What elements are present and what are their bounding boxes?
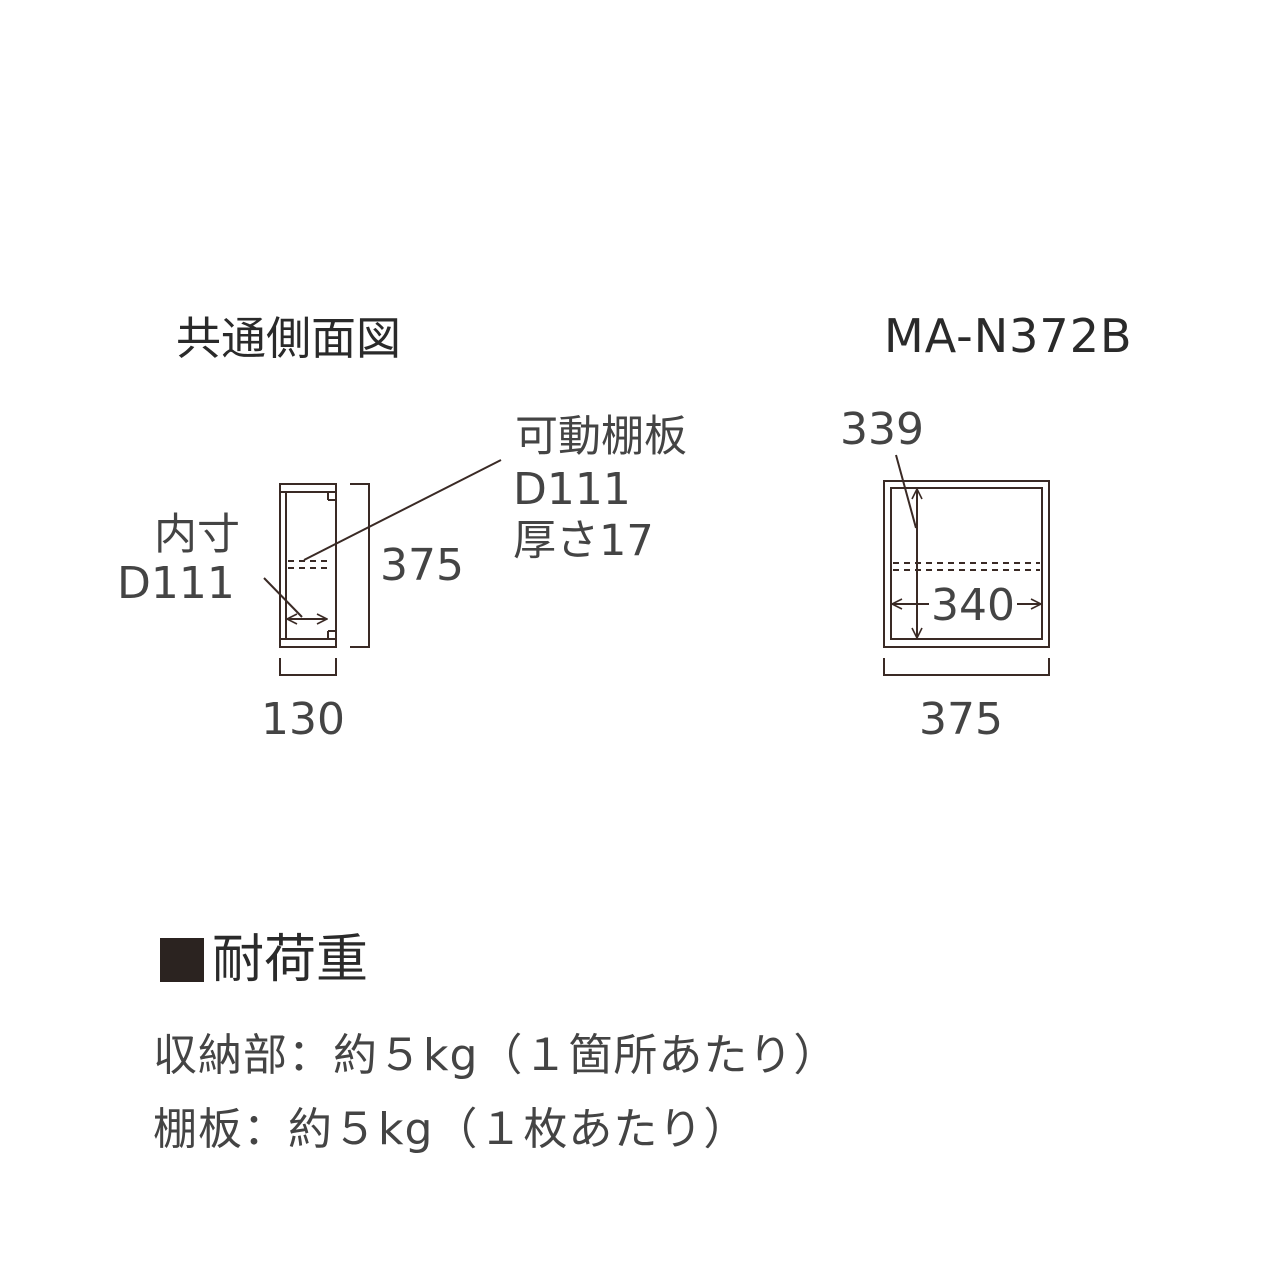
front-view-cabinet	[883, 480, 1050, 648]
outer-width-value: 375	[919, 694, 1003, 745]
front-width-bracket	[883, 658, 1050, 676]
inner-dim-label: 内寸	[154, 510, 240, 560]
inner-width-value: 340	[929, 580, 1017, 631]
heading-square-icon	[160, 938, 204, 982]
front-view-shelf	[893, 562, 1040, 571]
side-view-shelf	[288, 560, 328, 569]
side-depth-value: 130	[261, 694, 345, 745]
storage-load-line: 収納部：約５kg（１箇所あたり）	[153, 1030, 839, 1081]
side-height-bracket	[350, 483, 370, 648]
shelf-label-name: 可動棚板	[515, 412, 687, 462]
side-view-cabinet	[279, 483, 337, 648]
inner-height-leader	[895, 454, 917, 529]
side-depth-bracket	[279, 658, 337, 676]
side-view-title: 共通側面図	[176, 312, 402, 365]
shelf-label-thickness: 厚さ17	[513, 516, 654, 566]
side-height-value: 375	[380, 540, 464, 591]
inner-depth-leader	[263, 577, 303, 618]
shelf-label-depth: D111	[513, 464, 631, 515]
load-heading: 耐荷重	[160, 934, 368, 986]
shelf-load-line: 棚板：約５kg（１枚あたり）	[153, 1104, 749, 1155]
shelf-leader-line	[303, 459, 502, 561]
inner-depth-value: D111	[117, 558, 235, 609]
load-heading-text: 耐荷重	[212, 930, 369, 990]
inner-height-value: 339	[840, 404, 924, 455]
model-number-title: MA-N372B	[884, 309, 1133, 363]
